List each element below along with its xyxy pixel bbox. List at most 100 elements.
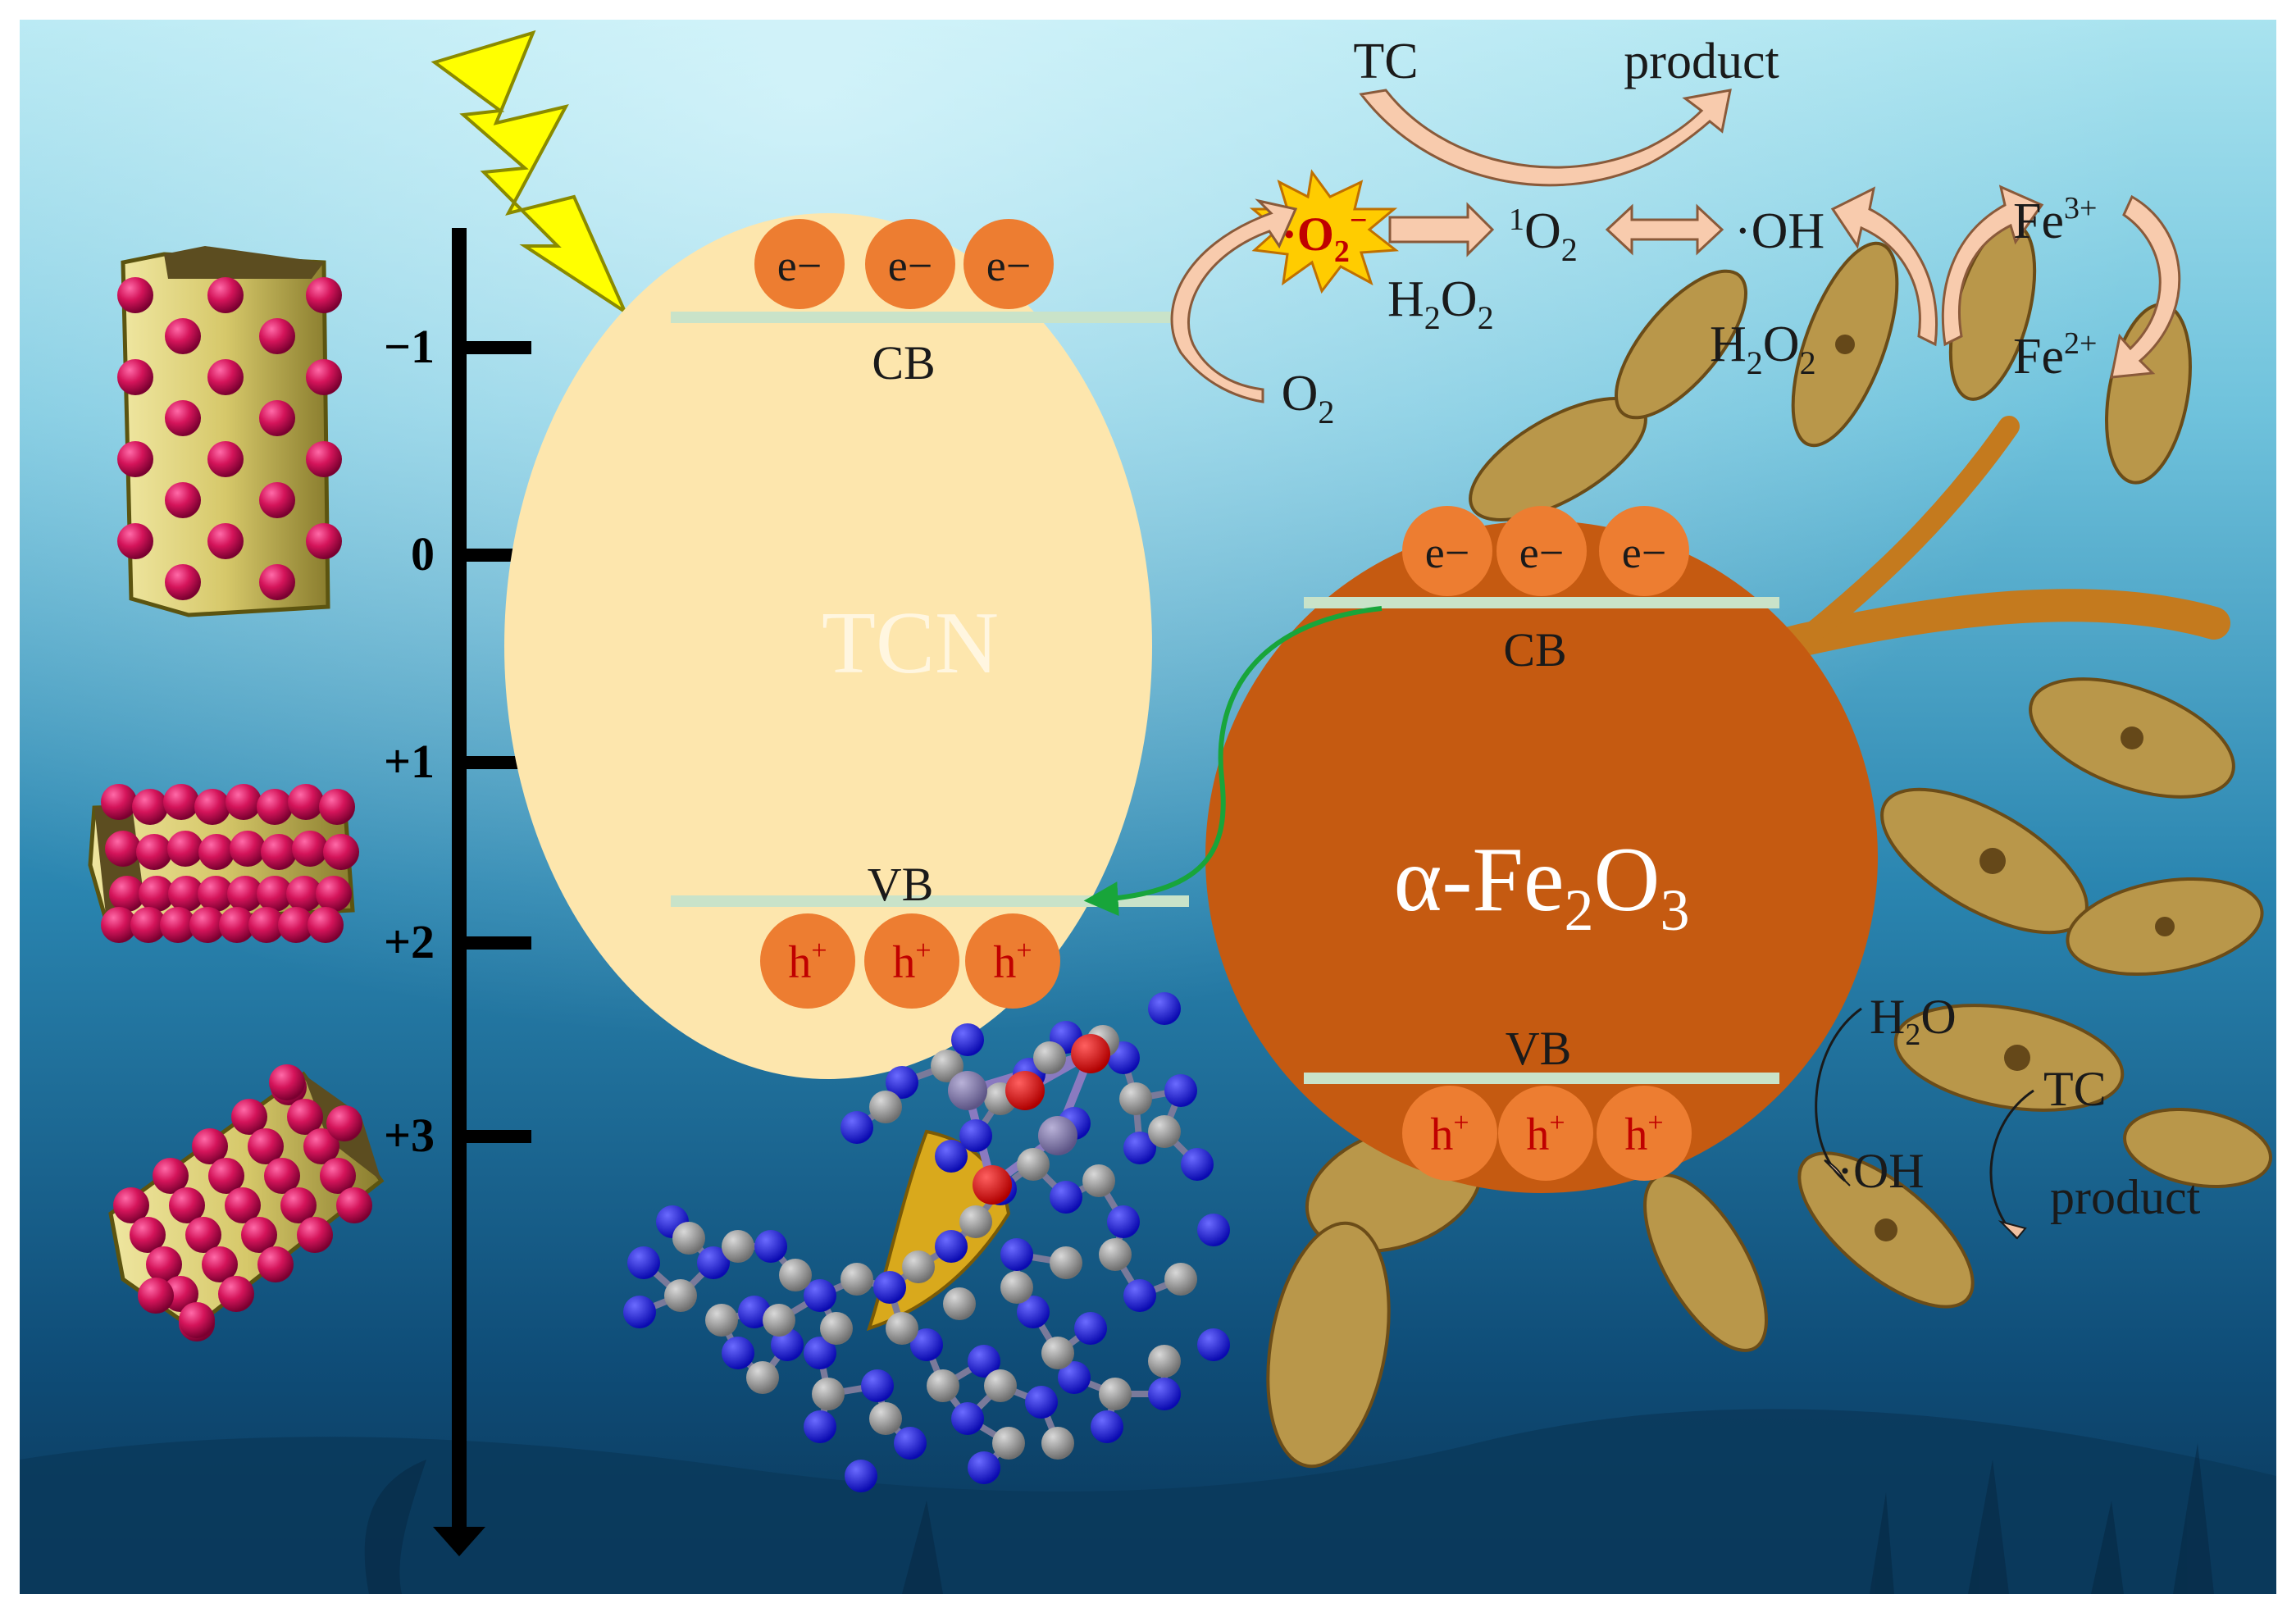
nanoparticle bbox=[303, 1128, 339, 1164]
fe2o3-cb-band bbox=[1304, 597, 1779, 608]
carbon-atom bbox=[902, 1250, 935, 1283]
nitrogen-atom bbox=[873, 1271, 906, 1304]
nanoparticle bbox=[105, 831, 141, 867]
nitrogen-atom bbox=[845, 1460, 877, 1492]
carbon-atom bbox=[1148, 1345, 1181, 1378]
nanoparticle bbox=[198, 834, 235, 870]
nitrogen-atom bbox=[1148, 992, 1181, 1025]
nanoparticle bbox=[264, 1158, 300, 1194]
tcn-band-diagram: CB VB TCN e− e− e− h+ h+ h+ bbox=[504, 213, 1189, 1079]
nanoparticle bbox=[248, 907, 285, 943]
nanoparticle bbox=[326, 1105, 362, 1141]
nanoparticle bbox=[231, 1099, 267, 1135]
nanoparticle bbox=[248, 1128, 284, 1164]
nitrogen-atom bbox=[804, 1410, 836, 1443]
nanoparticle bbox=[202, 1246, 238, 1282]
nanoparticle bbox=[132, 789, 168, 825]
nanoparticle bbox=[192, 1128, 228, 1164]
carbon-atom bbox=[746, 1361, 779, 1394]
carbon-atom bbox=[984, 1369, 1017, 1402]
carbon-atom bbox=[1033, 1041, 1066, 1074]
iron-atom bbox=[1038, 1116, 1077, 1155]
tcn-vb-label: VB bbox=[868, 858, 934, 911]
carbon-atom bbox=[931, 1050, 963, 1082]
axis-tick-mark bbox=[459, 936, 531, 950]
carbon-atom bbox=[820, 1312, 853, 1345]
superoxide-to-singlet-arrow bbox=[1388, 202, 1495, 257]
nitrogen-atom bbox=[951, 1402, 984, 1435]
product-top-label: product bbox=[1624, 34, 1779, 89]
axis-tick-mark bbox=[459, 1130, 531, 1143]
nanoparticle bbox=[219, 907, 255, 943]
nitrogen-atom bbox=[1123, 1132, 1156, 1164]
tc-top-label: TC bbox=[1353, 34, 1418, 89]
o2-to-superoxide-arrow bbox=[1170, 198, 1298, 403]
nitrogen-atom bbox=[886, 1066, 918, 1099]
nitrogen-atom bbox=[697, 1246, 730, 1279]
nitrogen-atom bbox=[1074, 1312, 1107, 1345]
fe2o3-hole-2: h+ bbox=[1526, 1108, 1565, 1160]
tcn-holes: h+ h+ h+ bbox=[760, 913, 1060, 1009]
nanoparticle bbox=[259, 400, 295, 436]
nitrogen-atom bbox=[1181, 1148, 1214, 1181]
tc-bottom-label: TC bbox=[2043, 1062, 2107, 1116]
tcn-electron-2: e− bbox=[888, 241, 932, 290]
nanoparticle bbox=[117, 359, 153, 395]
nanoparticle bbox=[257, 1246, 294, 1282]
nitrogen-atom bbox=[804, 1279, 836, 1312]
nanoparticle bbox=[101, 907, 137, 943]
nanoparticle bbox=[207, 277, 244, 313]
fe3-label: Fe3+ bbox=[2013, 191, 2097, 249]
nitrogen-atom bbox=[951, 1023, 984, 1056]
product-bottom-label: product bbox=[2050, 1170, 2201, 1224]
axis-tick-mark bbox=[459, 341, 531, 354]
nanoparticle bbox=[117, 277, 153, 313]
nanoparticle bbox=[320, 1158, 356, 1194]
carbon-atom bbox=[664, 1279, 697, 1312]
carbon-atom bbox=[1000, 1271, 1033, 1304]
carbon-atom bbox=[959, 1205, 992, 1238]
nanoparticle bbox=[169, 1187, 205, 1223]
nanoparticle bbox=[306, 277, 342, 313]
nanoparticle bbox=[113, 1187, 149, 1223]
nanoparticle bbox=[306, 359, 342, 395]
nanoparticle bbox=[259, 564, 295, 600]
carbon-atom bbox=[886, 1312, 918, 1345]
nanoparticle bbox=[136, 834, 172, 870]
tcn-hole-1: h+ bbox=[788, 936, 827, 988]
nanoparticle bbox=[259, 482, 295, 518]
fe2o3-electron-1: e− bbox=[1425, 528, 1469, 577]
nitrogen-atom bbox=[804, 1337, 836, 1369]
nanoparticle bbox=[207, 359, 244, 395]
nanoparticle bbox=[165, 318, 201, 354]
fe2o3-cb-label: CB bbox=[1503, 623, 1566, 676]
carbon-atom bbox=[705, 1304, 738, 1337]
carbon-atom bbox=[869, 1402, 902, 1435]
fe2o3-hole-1: h+ bbox=[1430, 1108, 1469, 1160]
oxygen-atom bbox=[973, 1165, 1012, 1205]
nanoparticle bbox=[306, 441, 342, 477]
tcn-name: TCN bbox=[822, 594, 999, 692]
nanoparticle bbox=[218, 1276, 254, 1312]
nitrogen-atom bbox=[1107, 1205, 1140, 1238]
nanoparticle bbox=[207, 441, 244, 477]
iron-atom bbox=[948, 1071, 987, 1110]
nanoparticle bbox=[207, 523, 244, 559]
tcn-ellipse bbox=[504, 213, 1152, 1079]
nanotube-bottom bbox=[108, 1064, 385, 1341]
fe2o3-circle bbox=[1205, 521, 1878, 1193]
nitrogen-atom bbox=[861, 1369, 894, 1402]
tcn-electrons: e− e− e− bbox=[754, 219, 1054, 309]
nitrogen-atom bbox=[968, 1345, 1000, 1378]
nitrogen-atom bbox=[1164, 1074, 1197, 1107]
tcn-cb-band bbox=[671, 312, 1189, 323]
nanoparticle bbox=[208, 1158, 244, 1194]
fe2o3-electron-3: e− bbox=[1622, 528, 1666, 577]
nanoparticle bbox=[146, 1246, 182, 1282]
nitrogen-atom bbox=[722, 1337, 754, 1369]
nitrogen-atom bbox=[1000, 1238, 1033, 1271]
nanoparticle bbox=[287, 1099, 323, 1135]
fe2o3-electron-2: e− bbox=[1519, 528, 1564, 577]
tcn-electron-3: e− bbox=[986, 241, 1031, 290]
